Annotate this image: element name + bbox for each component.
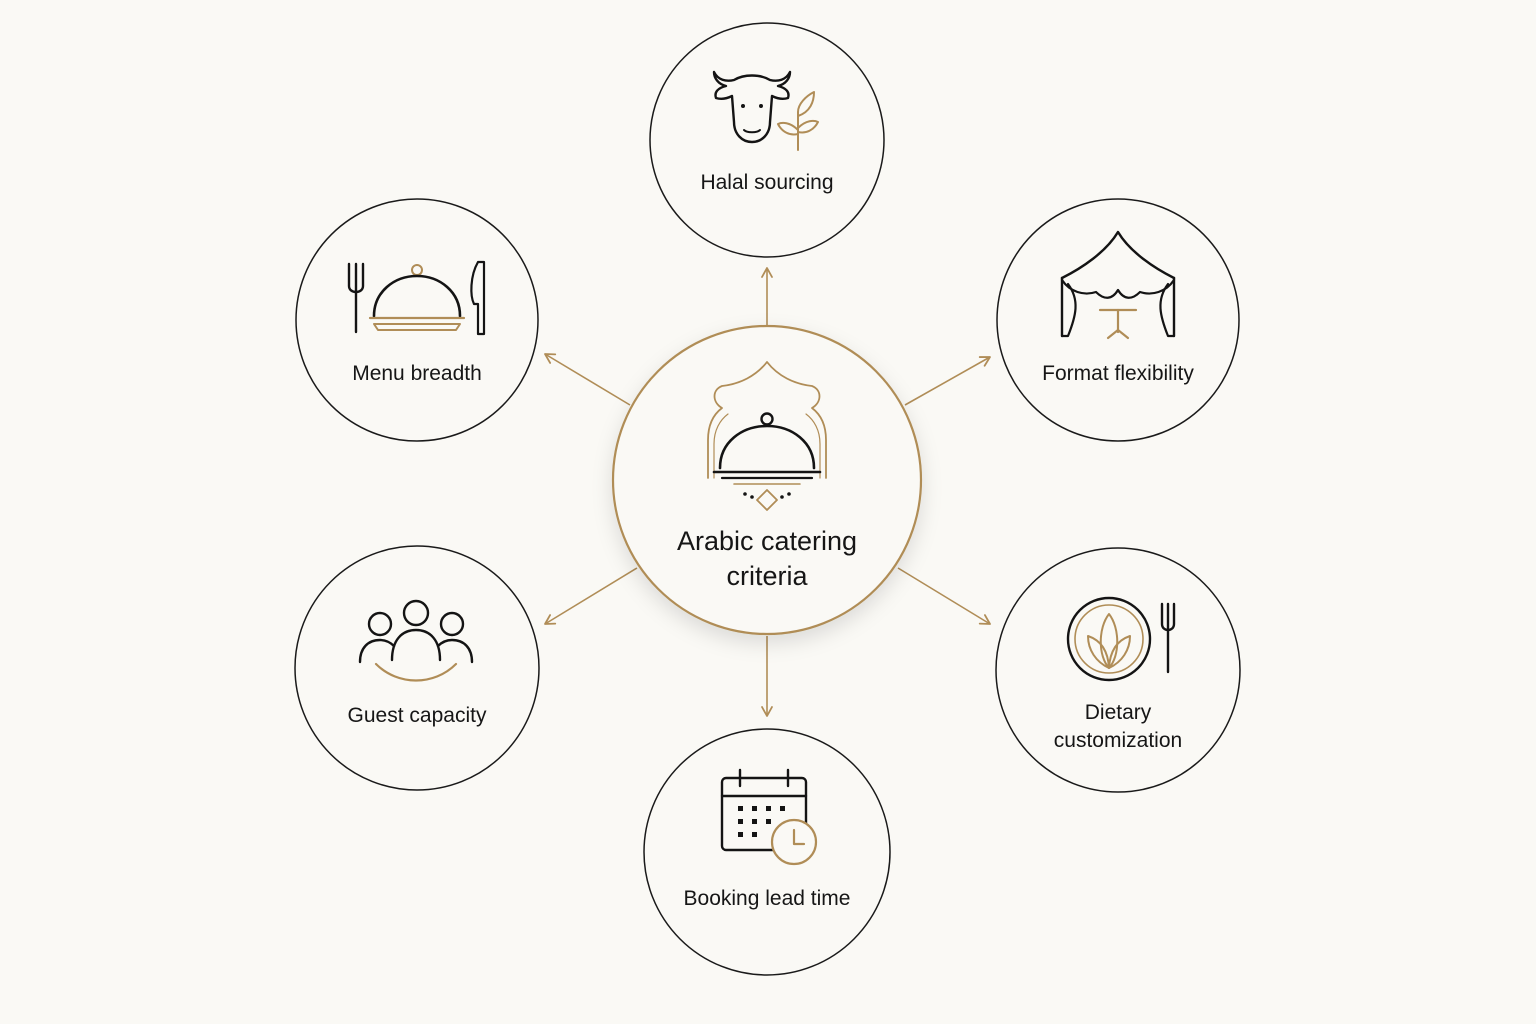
node-circle-dietary bbox=[995, 547, 1241, 793]
cow-leaf-icon bbox=[712, 70, 819, 151]
node-circle-lead bbox=[643, 728, 891, 976]
node-label-menu: Menu breadth bbox=[352, 362, 482, 385]
cloche-dome-icon bbox=[707, 361, 827, 511]
connector-guests bbox=[544, 567, 638, 625]
node-label-lead: Booking lead time bbox=[683, 887, 851, 910]
connector-dietary bbox=[897, 567, 991, 625]
node-circle-menu bbox=[295, 198, 539, 442]
people-group-icon bbox=[358, 599, 474, 682]
node-label-guests: Guest capacity bbox=[347, 704, 487, 727]
center-circle bbox=[611, 324, 923, 636]
tent-table-icon bbox=[1060, 230, 1176, 340]
node-circle-guests bbox=[294, 545, 540, 791]
connectors bbox=[544, 267, 991, 717]
plate-leaf-fork-icon bbox=[1066, 596, 1176, 682]
connector-format bbox=[904, 356, 991, 406]
node-label-dietary: Dietary customization bbox=[1053, 701, 1183, 752]
calendar-clock-icon bbox=[720, 768, 818, 866]
center-title: Arabic catering criteria bbox=[676, 526, 858, 591]
node-label-format: Format flexibility bbox=[1042, 362, 1194, 385]
cloche-cutlery-icon bbox=[347, 260, 486, 336]
node-label-halal: Halal sourcing bbox=[700, 171, 834, 194]
connector-menu bbox=[544, 353, 631, 406]
node-circle-halal bbox=[649, 22, 885, 258]
